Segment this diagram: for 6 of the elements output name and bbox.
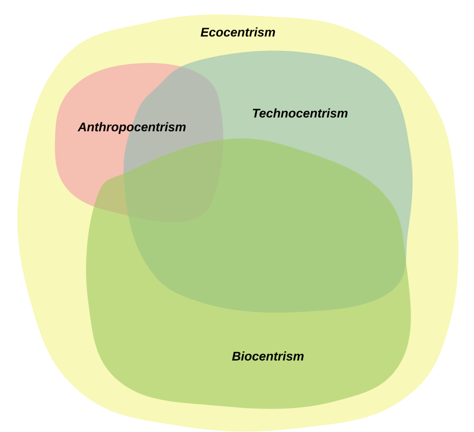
venn-region xyxy=(17,14,458,432)
region-label: Technocentrism xyxy=(252,108,348,118)
region-label: Ecocentrism xyxy=(200,27,275,37)
venn-region xyxy=(86,138,411,409)
region-label: Biocentrism xyxy=(232,351,304,361)
region-label: Anthropocentrism xyxy=(78,122,186,134)
